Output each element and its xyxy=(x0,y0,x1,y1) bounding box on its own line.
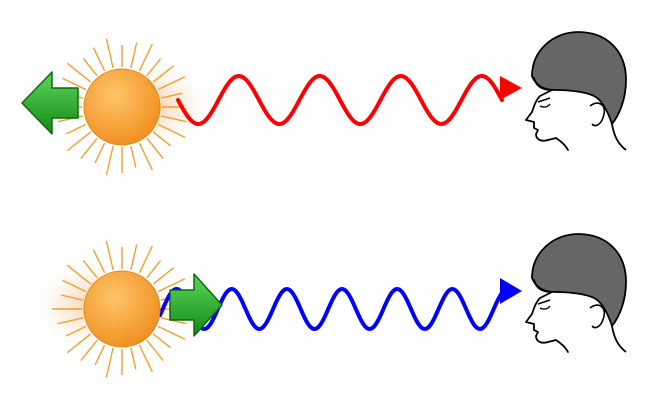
sun-ray xyxy=(130,244,138,271)
sun-ray xyxy=(66,62,92,83)
sun-ray xyxy=(57,317,84,325)
sun-ray xyxy=(57,115,84,123)
sun-ray xyxy=(92,249,106,274)
sun-ray xyxy=(105,38,114,69)
sun-ray xyxy=(138,245,154,274)
sun-ray xyxy=(80,339,98,362)
sun-ray xyxy=(146,260,162,279)
sun-ray xyxy=(146,339,164,362)
sun-ray xyxy=(105,240,114,271)
sun-ray xyxy=(138,142,154,171)
observer-head-icon xyxy=(525,233,627,353)
observer-head-icon xyxy=(525,31,627,151)
sun-ray xyxy=(66,264,92,285)
sun-ray xyxy=(82,58,98,77)
sun-ray xyxy=(66,131,92,152)
sun-ray xyxy=(130,42,138,69)
sun-ray xyxy=(130,347,137,370)
sun-ray xyxy=(157,325,186,341)
sun-ray xyxy=(146,137,164,160)
sun-ray xyxy=(157,75,186,91)
sun-icon xyxy=(83,68,161,146)
sun-ray xyxy=(105,347,114,378)
sun-ray xyxy=(157,277,186,293)
sun-ray xyxy=(62,77,87,91)
panel-approaching xyxy=(35,233,627,378)
sun-ray xyxy=(65,325,87,337)
sun-ray xyxy=(138,344,154,373)
sun-icon xyxy=(83,270,161,348)
sun-ray xyxy=(94,142,106,164)
sun-ray xyxy=(160,92,183,99)
sun-ray xyxy=(65,123,87,135)
sun-ray xyxy=(82,260,98,279)
sun-ray xyxy=(92,47,106,72)
panel-receding xyxy=(21,31,627,176)
sun-ray xyxy=(160,317,187,325)
sun-ray xyxy=(66,333,92,354)
sun-ray xyxy=(138,43,154,72)
sun-ray xyxy=(61,294,84,301)
motion-arrow-left-icon xyxy=(21,71,79,135)
redshift-wave xyxy=(176,73,504,127)
sun-ray xyxy=(94,344,106,366)
sun-ray xyxy=(130,145,137,168)
sun-ray xyxy=(146,58,162,77)
sun-ray xyxy=(152,333,171,349)
sun-ray xyxy=(80,137,98,160)
sun-ray xyxy=(160,115,187,123)
sun-ray xyxy=(105,145,114,176)
motion-arrow-right-icon xyxy=(169,273,223,337)
wave-arrowhead-icon xyxy=(500,76,522,100)
sun-ray xyxy=(152,267,175,285)
sun-ray xyxy=(152,131,171,147)
wave-arrowhead-icon xyxy=(500,278,522,304)
sun-ray xyxy=(62,279,87,293)
sun-ray xyxy=(152,65,175,83)
sun-ray xyxy=(157,123,186,139)
